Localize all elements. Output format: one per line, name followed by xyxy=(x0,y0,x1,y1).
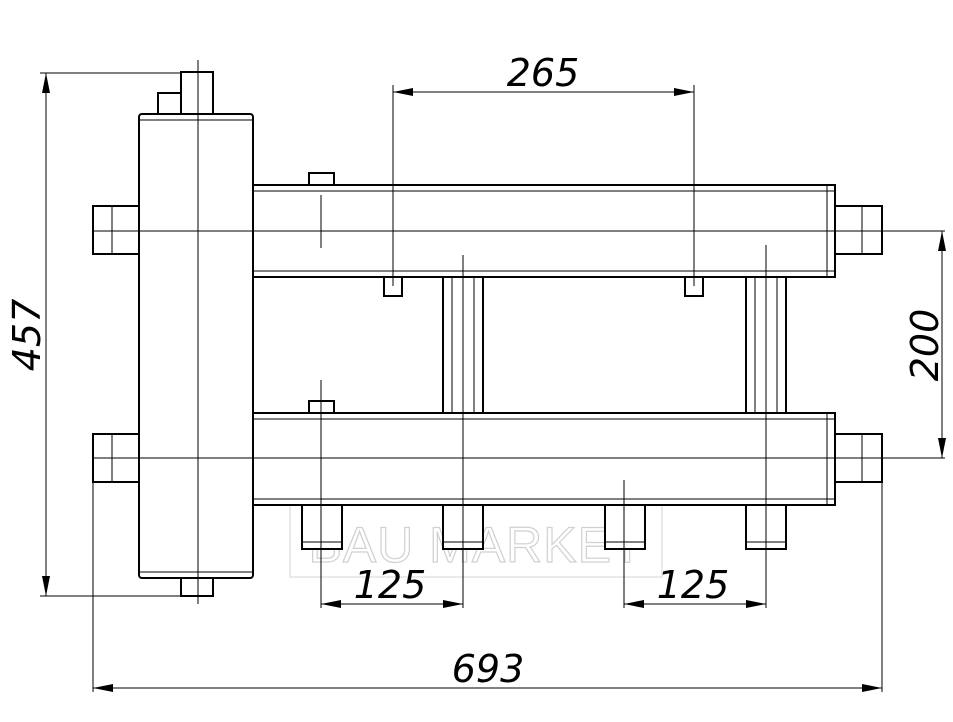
dimension-125-right: 125 xyxy=(624,563,766,608)
lower-header-body xyxy=(252,412,836,506)
dimension-125-left: 125 xyxy=(321,563,463,608)
dimension-label-265: 265 xyxy=(507,51,580,95)
upper-right-connector xyxy=(834,205,883,255)
upper-top-sensor-port xyxy=(308,172,335,186)
connecting-pipes xyxy=(442,274,787,414)
dimension-label-457: 457 xyxy=(5,299,49,372)
dimension-457: 457 xyxy=(5,73,50,596)
top-air-vent-fitting xyxy=(180,71,214,115)
dimension-label-693: 693 xyxy=(452,647,525,691)
dimension-label-125-right: 125 xyxy=(657,563,730,607)
center-lines xyxy=(40,60,945,692)
lower-header xyxy=(252,400,883,550)
upper-header xyxy=(252,172,883,297)
dimension-label-125-left: 125 xyxy=(354,563,427,607)
dimension-693: 693 xyxy=(93,647,882,692)
dimension-265: 265 xyxy=(393,51,694,96)
separator-body xyxy=(138,113,254,579)
bottom-drain-fitting xyxy=(180,577,214,597)
left-upper-connector xyxy=(92,205,140,255)
hydraulic-separator xyxy=(92,71,254,597)
dimension-label-200: 200 xyxy=(903,309,947,382)
top-side-fitting xyxy=(157,92,182,115)
dimension-200: 200 xyxy=(903,231,947,458)
